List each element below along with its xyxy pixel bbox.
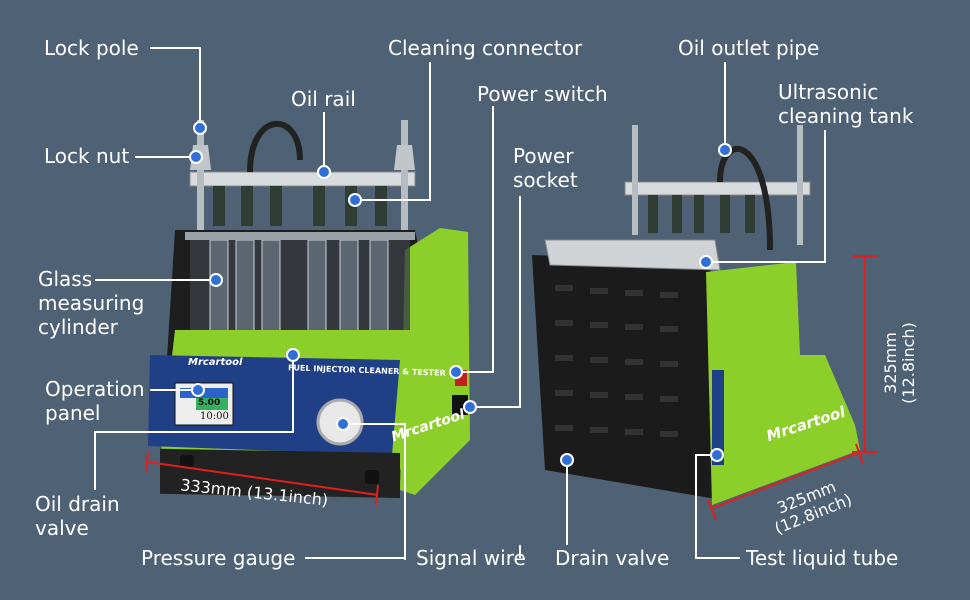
- label-glass-1: Glass: [38, 267, 93, 291]
- panel-brand-logo: Mrcartool: [188, 357, 243, 368]
- leader-lines: [94, 47, 826, 560]
- label-operation-1: Operation: [45, 377, 145, 401]
- label-oil-rail: Oil rail: [291, 87, 356, 111]
- label-drain-valve: Drain valve: [555, 546, 670, 570]
- side-panel: [400, 228, 470, 495]
- callout-dots: [189, 121, 732, 467]
- label-cleaning-connector: Cleaning connector: [388, 36, 583, 60]
- label-oil-drain-2: valve: [35, 516, 89, 540]
- label-signal-wire: Signal wire: [416, 546, 526, 570]
- dimension-lines: [145, 255, 878, 521]
- label-ultrasonic-1: Ultrasonic: [778, 80, 879, 104]
- label-power-switch: Power switch: [477, 82, 608, 106]
- label-test-liquid-tube: Test liquid tube: [746, 546, 899, 570]
- label-operation-2: panel: [45, 401, 101, 425]
- label-lock-pole: Lock pole: [44, 36, 139, 60]
- dimension-height-mm: 325mm: [881, 332, 900, 394]
- oil-rail: [189, 171, 416, 187]
- front-machine: [148, 120, 470, 498]
- label-power-socket-2: socket: [513, 168, 578, 192]
- side-panel-right: [706, 262, 860, 505]
- display-value: 5.00: [198, 398, 221, 408]
- label-ultrasonic-2: cleaning tank: [778, 104, 914, 128]
- rear-machine: [532, 125, 860, 505]
- display-time: 10:00: [200, 411, 229, 422]
- dimension-height-in: (12.8inch): [899, 322, 918, 404]
- label-power-socket-1: Power: [513, 144, 574, 168]
- label-glass-2: measuring: [38, 291, 145, 315]
- label-pressure-gauge: Pressure gauge: [141, 546, 296, 570]
- ultrasonic-tank: [544, 239, 721, 271]
- label-oil-drain-1: Oil drain: [35, 492, 120, 516]
- label-glass-3: cylinder: [38, 315, 118, 339]
- dimension-height: 325mm (12.8inch): [881, 313, 918, 413]
- label-oil-outlet-pipe: Oil outlet pipe: [678, 36, 820, 60]
- label-lock-nut: Lock nut: [44, 144, 130, 168]
